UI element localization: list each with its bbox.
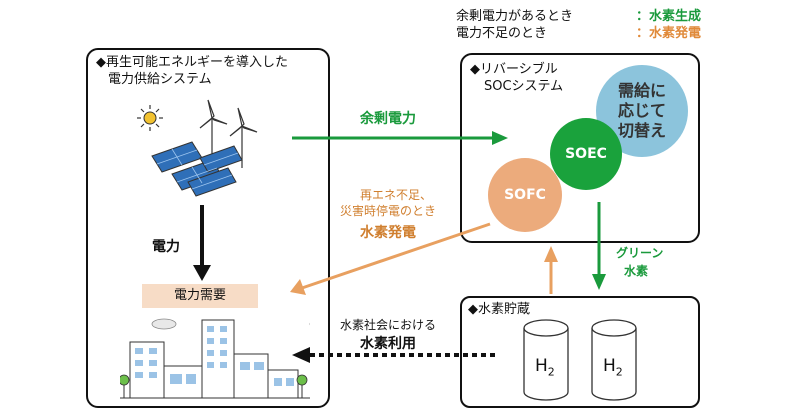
hydrogen-tanks xyxy=(523,319,637,401)
shortage-text-2: 災害時停電のとき xyxy=(340,204,437,218)
city-buildings-illustration xyxy=(120,318,310,399)
soc-system-title-2: SOCシステム xyxy=(484,79,564,94)
tank-2-label: H2 xyxy=(603,356,623,378)
soec-label: SOEC xyxy=(565,146,607,162)
renewable-system-title-2: 電力供給システム xyxy=(108,72,212,87)
hydrogen-power-arrow xyxy=(290,222,491,295)
legend-shortage-value: ：水素発電 xyxy=(636,26,702,41)
switch-text-1: 需給に xyxy=(617,81,666,100)
hydrogen-supply-arrow xyxy=(544,246,558,294)
shortage-text-3: 水素発電 xyxy=(360,225,416,241)
tree-icon xyxy=(120,374,308,398)
tank-1-subscript: 2 xyxy=(547,365,555,379)
tank-2-subscript: 2 xyxy=(615,365,623,379)
cloud-icon xyxy=(151,318,310,330)
demand-box: 電力需要 xyxy=(142,284,258,308)
sofc-label: SOFC xyxy=(504,187,546,203)
tank-icon xyxy=(523,319,637,401)
green-hydrogen-text-1: グリーン xyxy=(616,246,664,260)
soec-circle: SOEC xyxy=(550,118,622,190)
tank-1-label: H2 xyxy=(535,356,555,378)
legend-surplus-value: ：水素生成 xyxy=(636,9,702,24)
solar-wind-illustration xyxy=(137,99,258,197)
soc-system-title-1: ◆リバーシブル xyxy=(470,62,558,77)
legend-shortage-label: 電力不足のとき xyxy=(456,26,548,41)
shortage-text-1: 再エネ不足、 xyxy=(360,188,433,202)
demand-label: 電力需要 xyxy=(173,288,226,303)
renewable-system-title-1: ◆再生可能エネルギーを導入した xyxy=(96,55,288,70)
hydrogen-society-arrow xyxy=(292,347,496,363)
hydrogen-storage-panel xyxy=(460,296,700,408)
wind-turbine-icon xyxy=(199,99,258,168)
hydrogen-storage-title: ◆水素貯蔵 xyxy=(468,302,530,317)
switch-text-3: 切替え xyxy=(617,121,666,140)
society-text-1: 水素社会における xyxy=(340,318,437,332)
society-text-2: 水素利用 xyxy=(360,336,416,352)
legend-shortage: 電力不足のとき xyxy=(456,26,547,42)
soc-system-panel xyxy=(460,53,700,243)
green-hydrogen-arrow xyxy=(592,202,606,290)
power-label: 電力 xyxy=(152,239,180,255)
surplus-power-label: 余剰電力 xyxy=(360,111,416,127)
legend-surplus: 余剰電力があるとき xyxy=(456,9,573,25)
sofc-circle: SOFC xyxy=(488,158,562,232)
surplus-power-arrow xyxy=(292,131,508,145)
tank-2-symbol: H xyxy=(603,356,616,376)
green-hydrogen-text-2: 水素 xyxy=(624,264,649,278)
solar-panel-icon xyxy=(151,141,243,197)
power-arrow xyxy=(193,205,211,281)
renewable-system-panel xyxy=(86,48,330,408)
legend-surplus-label: 余剰電力があるとき xyxy=(456,9,574,24)
tank-1-symbol: H xyxy=(535,356,548,376)
sun-icon xyxy=(137,105,163,131)
switch-text-2: 応じて xyxy=(617,101,666,120)
building-icon xyxy=(129,319,299,399)
